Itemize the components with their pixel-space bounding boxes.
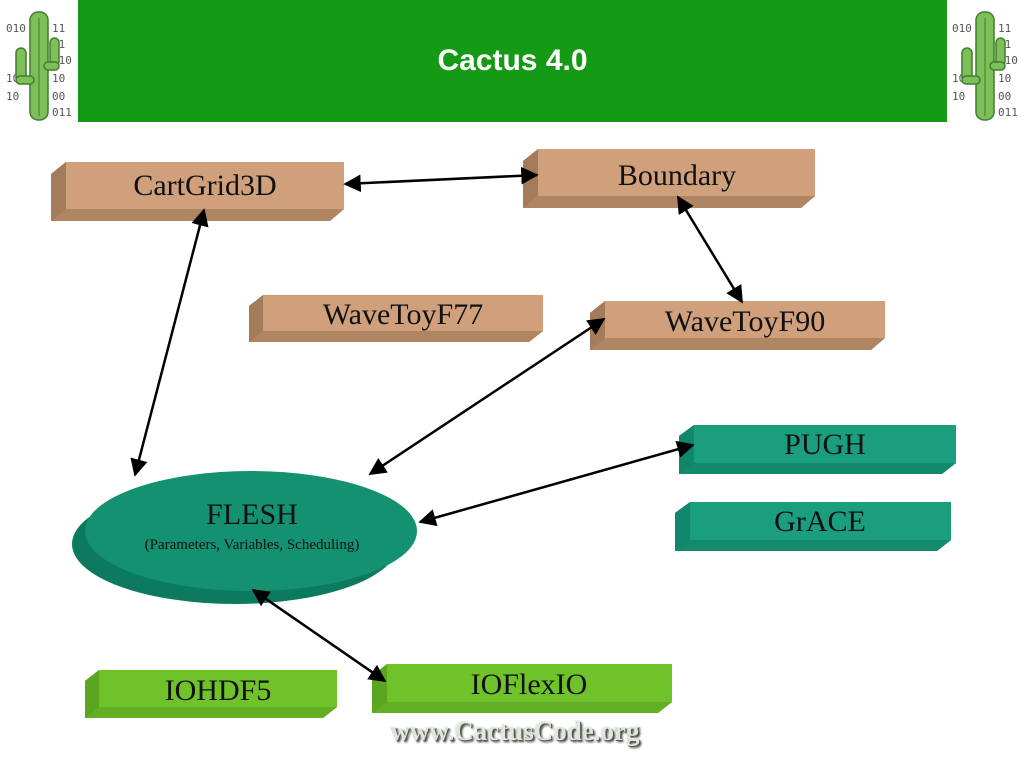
edge-wavetoyf90-flesh: [368, 317, 606, 476]
box-label: GrACE: [774, 505, 866, 538]
box-pugh: PUGH: [679, 425, 956, 474]
flesh-title: FLESH: [206, 498, 298, 531]
cactus-logo-left: 010 11 01 010 10 10 10 00 011: [2, 4, 76, 126]
edge-boundary-wavetoyf90: [676, 195, 744, 304]
logo-digit: 010: [6, 22, 26, 35]
box-grace: GrACE: [675, 502, 951, 551]
box-label: WaveToyF90: [665, 305, 825, 338]
box-label: Boundary: [618, 159, 736, 192]
box-boundary: Boundary: [523, 149, 815, 208]
logo-digit: 011: [52, 106, 72, 119]
box-cartgrid3d: CartGrid3D: [51, 162, 344, 221]
box-label: WaveToyF77: [323, 298, 483, 331]
logo-digit: 11: [52, 22, 65, 35]
edge-cartgrid3d-boundary: [343, 166, 539, 193]
logo-digit: 10: [998, 72, 1011, 85]
connections: [130, 166, 744, 683]
edge-cartgrid3d-flesh: [130, 208, 209, 477]
cactus-logo-right: 010 11 01 010 10 10 10 00 011: [948, 4, 1022, 126]
box-iohdf5: IOHDF5: [85, 670, 337, 718]
cactus-icon: [961, 11, 1006, 121]
footer-url: www.CactusCode.org: [390, 716, 640, 746]
flesh-node: FLESH (Parameters, Variables, Scheduling…: [72, 471, 417, 604]
edge-flesh-ioflexio: [251, 588, 387, 683]
box-ioflexio: IOFlexIO: [372, 664, 672, 713]
box-label: PUGH: [784, 428, 866, 461]
logo-digit: 00: [998, 90, 1011, 103]
logo-digit: 10: [52, 72, 65, 85]
slide-title: Cactus 4.0: [437, 44, 588, 77]
box-label: CartGrid3D: [133, 169, 276, 202]
logo-digit: 00: [52, 90, 65, 103]
logo-digit: 10: [952, 90, 965, 103]
box-label: IOFlexIO: [471, 668, 588, 701]
logo-digit: 010: [952, 22, 972, 35]
cactus-icon: [15, 11, 60, 121]
edge-pugh-flesh: [418, 440, 695, 527]
box-wavetoyf77: WaveToyF77: [249, 295, 543, 342]
box-wavetoyf90: WaveToyF90: [590, 301, 885, 350]
flesh-subtitle: (Parameters, Variables, Scheduling): [145, 537, 360, 553]
box-label: IOHDF5: [165, 674, 272, 707]
logo-digit: 10: [6, 90, 19, 103]
title-banner: Cactus 4.0: [78, 0, 947, 122]
logo-digit: 011: [998, 106, 1018, 119]
logo-digit: 11: [998, 22, 1011, 35]
